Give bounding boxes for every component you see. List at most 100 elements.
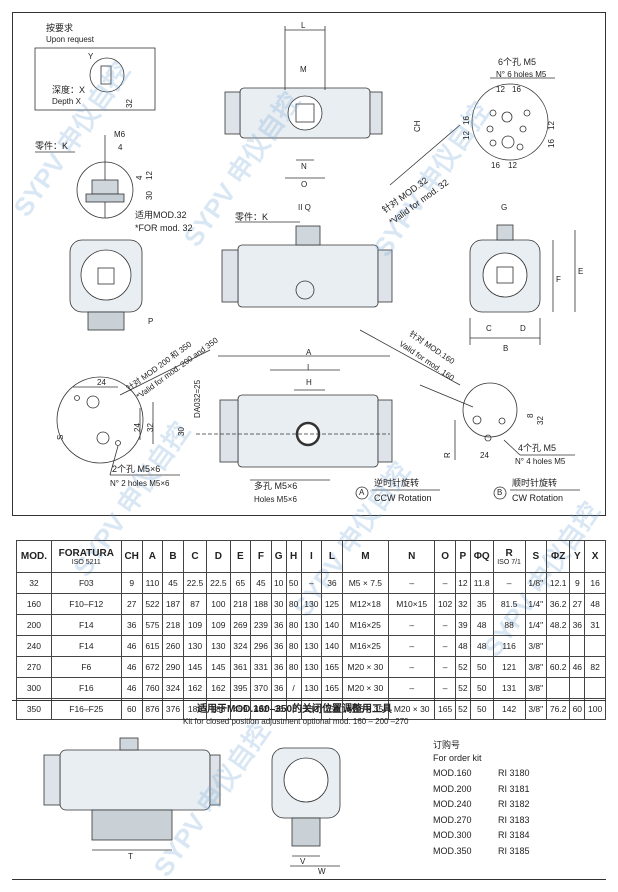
table-cell: 121 (492, 656, 526, 678)
table-cell: 165 (321, 677, 343, 699)
column-header-label: C (191, 551, 199, 562)
table-cell: 3/8" (524, 698, 547, 720)
table-cell: 130 (300, 614, 323, 636)
rotation-b-letter: B (497, 488, 503, 497)
order-model: MOD.300 (433, 830, 472, 840)
table-cell: 1/8" (524, 572, 547, 594)
table-cell: 36 (270, 677, 287, 699)
dim-12: 12 (145, 171, 154, 180)
table-cell: 50 (469, 656, 494, 678)
kit-front-view (43, 737, 221, 851)
table-cell: 60.2 (545, 656, 571, 678)
table-cell: F14 (50, 614, 122, 636)
table-cell: – (434, 656, 456, 678)
table-cell: F14 (50, 635, 122, 657)
table-cell: 100 (584, 698, 606, 720)
column-header-label: F (257, 551, 264, 562)
order-kit-item: MOD.300 RI 3184 (433, 830, 530, 846)
table-cell: 218 (162, 614, 184, 636)
table-cell: F16–F25 (50, 698, 122, 720)
table-cell: – (434, 677, 456, 699)
table-cell: 361 (229, 656, 252, 678)
column-header: O (434, 540, 456, 573)
dim-o: O (301, 180, 308, 189)
order-model: MOD.240 (433, 799, 472, 809)
dim-y: Y (88, 52, 94, 61)
dim-ch: CH (413, 120, 422, 132)
column-header-label: X (591, 551, 599, 562)
column-header: H (285, 540, 302, 573)
table-cell (569, 677, 586, 699)
dim-f: F (556, 275, 561, 284)
holes-multi-en: Holes M5×6 (254, 495, 297, 504)
table-cell: F16 (50, 677, 122, 699)
column-header-label: O (441, 551, 450, 562)
table-cell: 109 (206, 614, 231, 636)
dim-32: 32 (536, 416, 545, 425)
table-cell: 22.5 (206, 572, 231, 594)
table-cell: 145 (206, 656, 231, 678)
flange-2-holes (56, 349, 211, 476)
table-cell: 162 (182, 677, 208, 699)
table-cell: 27 (120, 593, 143, 615)
holes2-en: N° 2 holes M5×6 (110, 479, 170, 488)
depth-cn: 深度：X (52, 85, 86, 95)
table-cell: 45 (250, 572, 272, 594)
order-code: RI 3180 (498, 768, 530, 778)
dim-24: 24 (133, 423, 142, 432)
dim-h: H (306, 378, 312, 387)
table-cell (584, 677, 606, 699)
table-cell: 116 (492, 635, 526, 657)
drawing-frame (12, 12, 606, 516)
column-header: CH (120, 540, 143, 573)
holes2-cn: 2个孔 M5×6 (112, 464, 161, 474)
table-cell: F03 (50, 572, 122, 594)
table-cell: – (434, 635, 456, 657)
table-cell: 160 (16, 593, 52, 615)
column-header-label: ΦZ (550, 551, 566, 562)
table-cell: 30 (270, 593, 287, 615)
table-cell: 80 (285, 656, 302, 678)
table-cell: – (434, 614, 456, 636)
table-cell: / (285, 698, 302, 720)
column-header: I (300, 540, 323, 573)
dim-16: 16 (491, 161, 500, 170)
table-cell: 88 (492, 614, 526, 636)
dim-4: 4 (118, 143, 123, 152)
dim-12: 12 (462, 131, 471, 140)
dim-p: P (148, 317, 154, 326)
column-header: X (584, 540, 606, 573)
order-code: RI 3183 (498, 814, 530, 825)
table-cell: 46 (120, 635, 143, 657)
table-cell: 80 (285, 635, 302, 657)
table-cell: 130 (206, 635, 231, 657)
table-cell: 32 (16, 572, 52, 594)
order-model: MOD.350 (433, 845, 472, 856)
table-cell: 36 (270, 656, 287, 678)
table-cell: 12.1 (545, 572, 571, 594)
dim-8: 8 (526, 413, 535, 418)
rotation-b-symbol (493, 486, 507, 500)
table-cell: 331 (250, 656, 272, 678)
table-cell: – (300, 572, 323, 594)
dim-a: A (306, 348, 312, 357)
order-code: RI 3184 (498, 830, 530, 840)
table-cell: 270 (16, 656, 52, 678)
table-cell: 324 (162, 677, 184, 699)
table-cell: 82 (584, 656, 606, 678)
table-cell: 80 (285, 593, 302, 615)
column-header-label: N (408, 551, 416, 562)
table-cell: 48 (469, 635, 494, 657)
dim-q: II Q (298, 203, 311, 212)
table-cell: – (388, 677, 436, 699)
table-cell: 1/4" (524, 593, 547, 615)
dim-24: 24 (97, 378, 106, 387)
table-cell: M20 × 30 (341, 677, 390, 699)
